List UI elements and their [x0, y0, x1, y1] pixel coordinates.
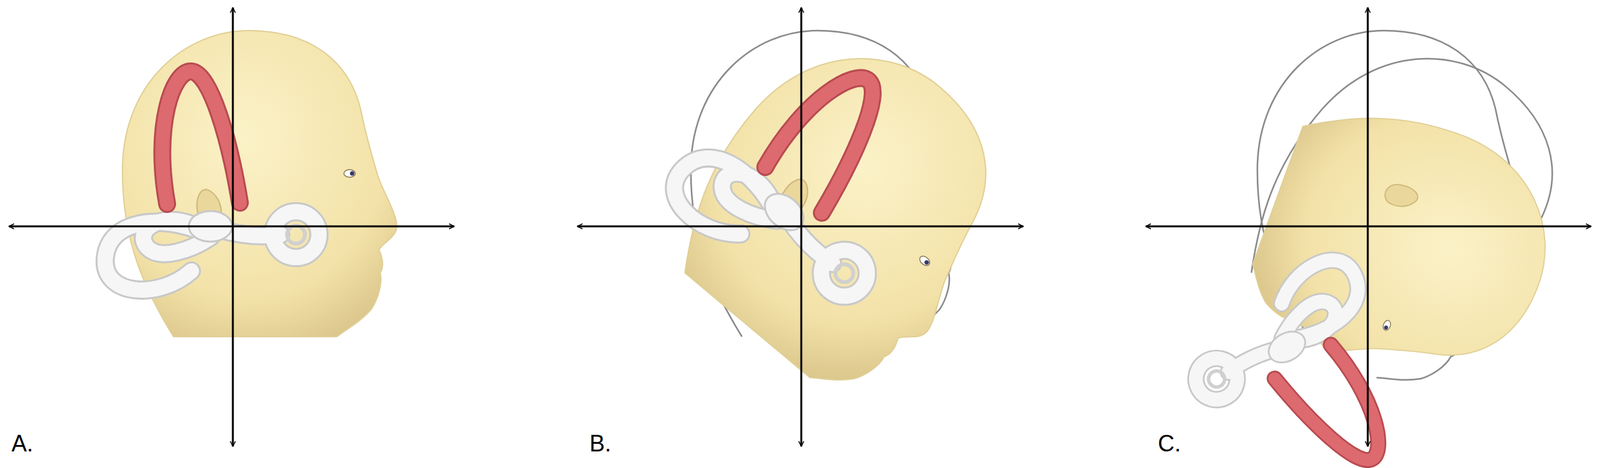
inner-ear: [662, 25, 967, 331]
panel-label: A.: [11, 432, 34, 456]
head: [645, 5, 1053, 417]
panel-label: C.: [1157, 432, 1181, 456]
inner-ear: [1173, 250, 1440, 468]
axis: [232, 7, 235, 447]
panel-b: [577, 5, 1053, 447]
axis: [8, 225, 455, 228]
axis: [800, 7, 803, 447]
axis: [1367, 7, 1370, 447]
inner-ear: [105, 71, 319, 291]
panel-label: B.: [589, 432, 612, 456]
panel-c: [1145, 5, 1600, 468]
panel-a: [8, 7, 455, 447]
